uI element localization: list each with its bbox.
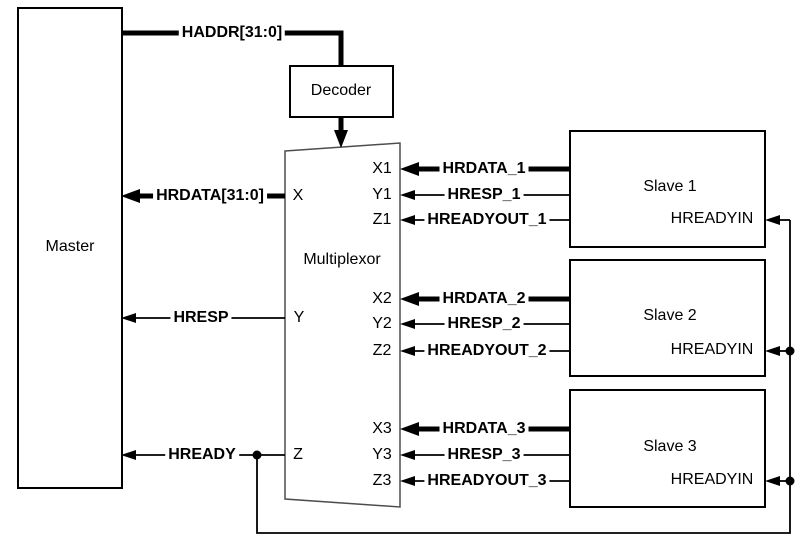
mux-port-x1-label: X1 — [372, 160, 392, 178]
slave3-hreadyin-label: HREADYIN — [670, 471, 754, 489]
hreadyin2-junction-dot — [785, 346, 795, 356]
mux-port-x-label: X — [292, 187, 304, 205]
mux-port-y2-label: Y2 — [372, 315, 392, 333]
decoder-to-mux-arrowhead — [334, 130, 348, 148]
mux-port-y1-label: Y1 — [372, 186, 392, 204]
hrdata-signal-label: HRDATA[31:0] — [153, 187, 267, 205]
hrdata1-arrowhead — [400, 162, 419, 176]
slave1-box — [569, 130, 766, 248]
mux-port-z2-label: Z2 — [372, 342, 392, 360]
slave1-hreadyin-label: HREADYIN — [670, 210, 754, 228]
hresp1-arrowhead — [400, 190, 415, 200]
hreadyin3-arrowhead — [765, 476, 780, 486]
hready-arrowhead — [121, 450, 136, 460]
slave2-hreadyin-label: HREADYIN — [670, 341, 754, 359]
hreadyout3-arrowhead — [400, 476, 415, 486]
mux-port-z-label: Z — [293, 446, 303, 464]
hrdata1-signal-label: HRDATA_1 — [439, 160, 529, 178]
hrdata3-signal-label: HRDATA_3 — [439, 420, 529, 438]
decoder-label: Decoder — [310, 82, 372, 100]
haddr-signal-label: HADDR[31:0] — [178, 24, 286, 42]
hresp2-signal-label: HRESP_2 — [444, 315, 524, 333]
mux-port-y3-label: Y3 — [372, 446, 392, 464]
hready-signal-label: HREADY — [165, 446, 239, 464]
hreadyout2-signal-label: HREADYOUT_2 — [424, 342, 550, 360]
hresp-signal-label: HRESP — [170, 309, 232, 327]
decoder-box — [289, 65, 394, 118]
multiplexor-shape — [284, 142, 401, 508]
slave3-box — [569, 389, 766, 508]
hreadyout1-arrowhead — [400, 215, 415, 225]
hrdata2-arrowhead — [400, 292, 419, 306]
slave2-box — [569, 259, 766, 377]
hresp3-signal-label: HRESP_3 — [444, 446, 524, 464]
slave1-label: Slave 1 — [643, 178, 697, 196]
slave3-label: Slave 3 — [643, 438, 697, 456]
hresp-arrowhead — [121, 313, 136, 323]
mux-port-x2-label: X2 — [372, 290, 392, 308]
hreadyin3-junction-dot — [785, 476, 795, 486]
mux-port-z1-label: Z1 — [372, 211, 392, 229]
hready-feedback-wire — [256, 220, 791, 534]
slave2-label: Slave 2 — [643, 307, 697, 325]
mux-port-x3-label: X3 — [372, 420, 392, 438]
hrdata-arrowhead — [121, 189, 140, 203]
hreadyout1-signal-label: HREADYOUT_1 — [424, 211, 550, 229]
mux-port-y-label: Y — [293, 309, 305, 327]
hreadyin2-arrowhead — [765, 346, 780, 356]
multiplexor-label: Multiplexor — [303, 251, 381, 269]
master-box — [17, 7, 123, 489]
hresp3-arrowhead — [400, 450, 415, 460]
hresp2-arrowhead — [400, 319, 415, 329]
hreadyout2-arrowhead — [400, 346, 415, 356]
hreadyout3-signal-label: HREADYOUT_3 — [424, 472, 550, 490]
hresp1-signal-label: HRESP_1 — [444, 186, 524, 204]
hrdata3-arrowhead — [400, 422, 419, 436]
hrdata2-signal-label: HRDATA_2 — [439, 290, 529, 308]
hreadyin1-arrowhead — [765, 215, 780, 225]
master-label: Master — [45, 238, 95, 256]
mux-port-z3-label: Z3 — [372, 472, 392, 490]
